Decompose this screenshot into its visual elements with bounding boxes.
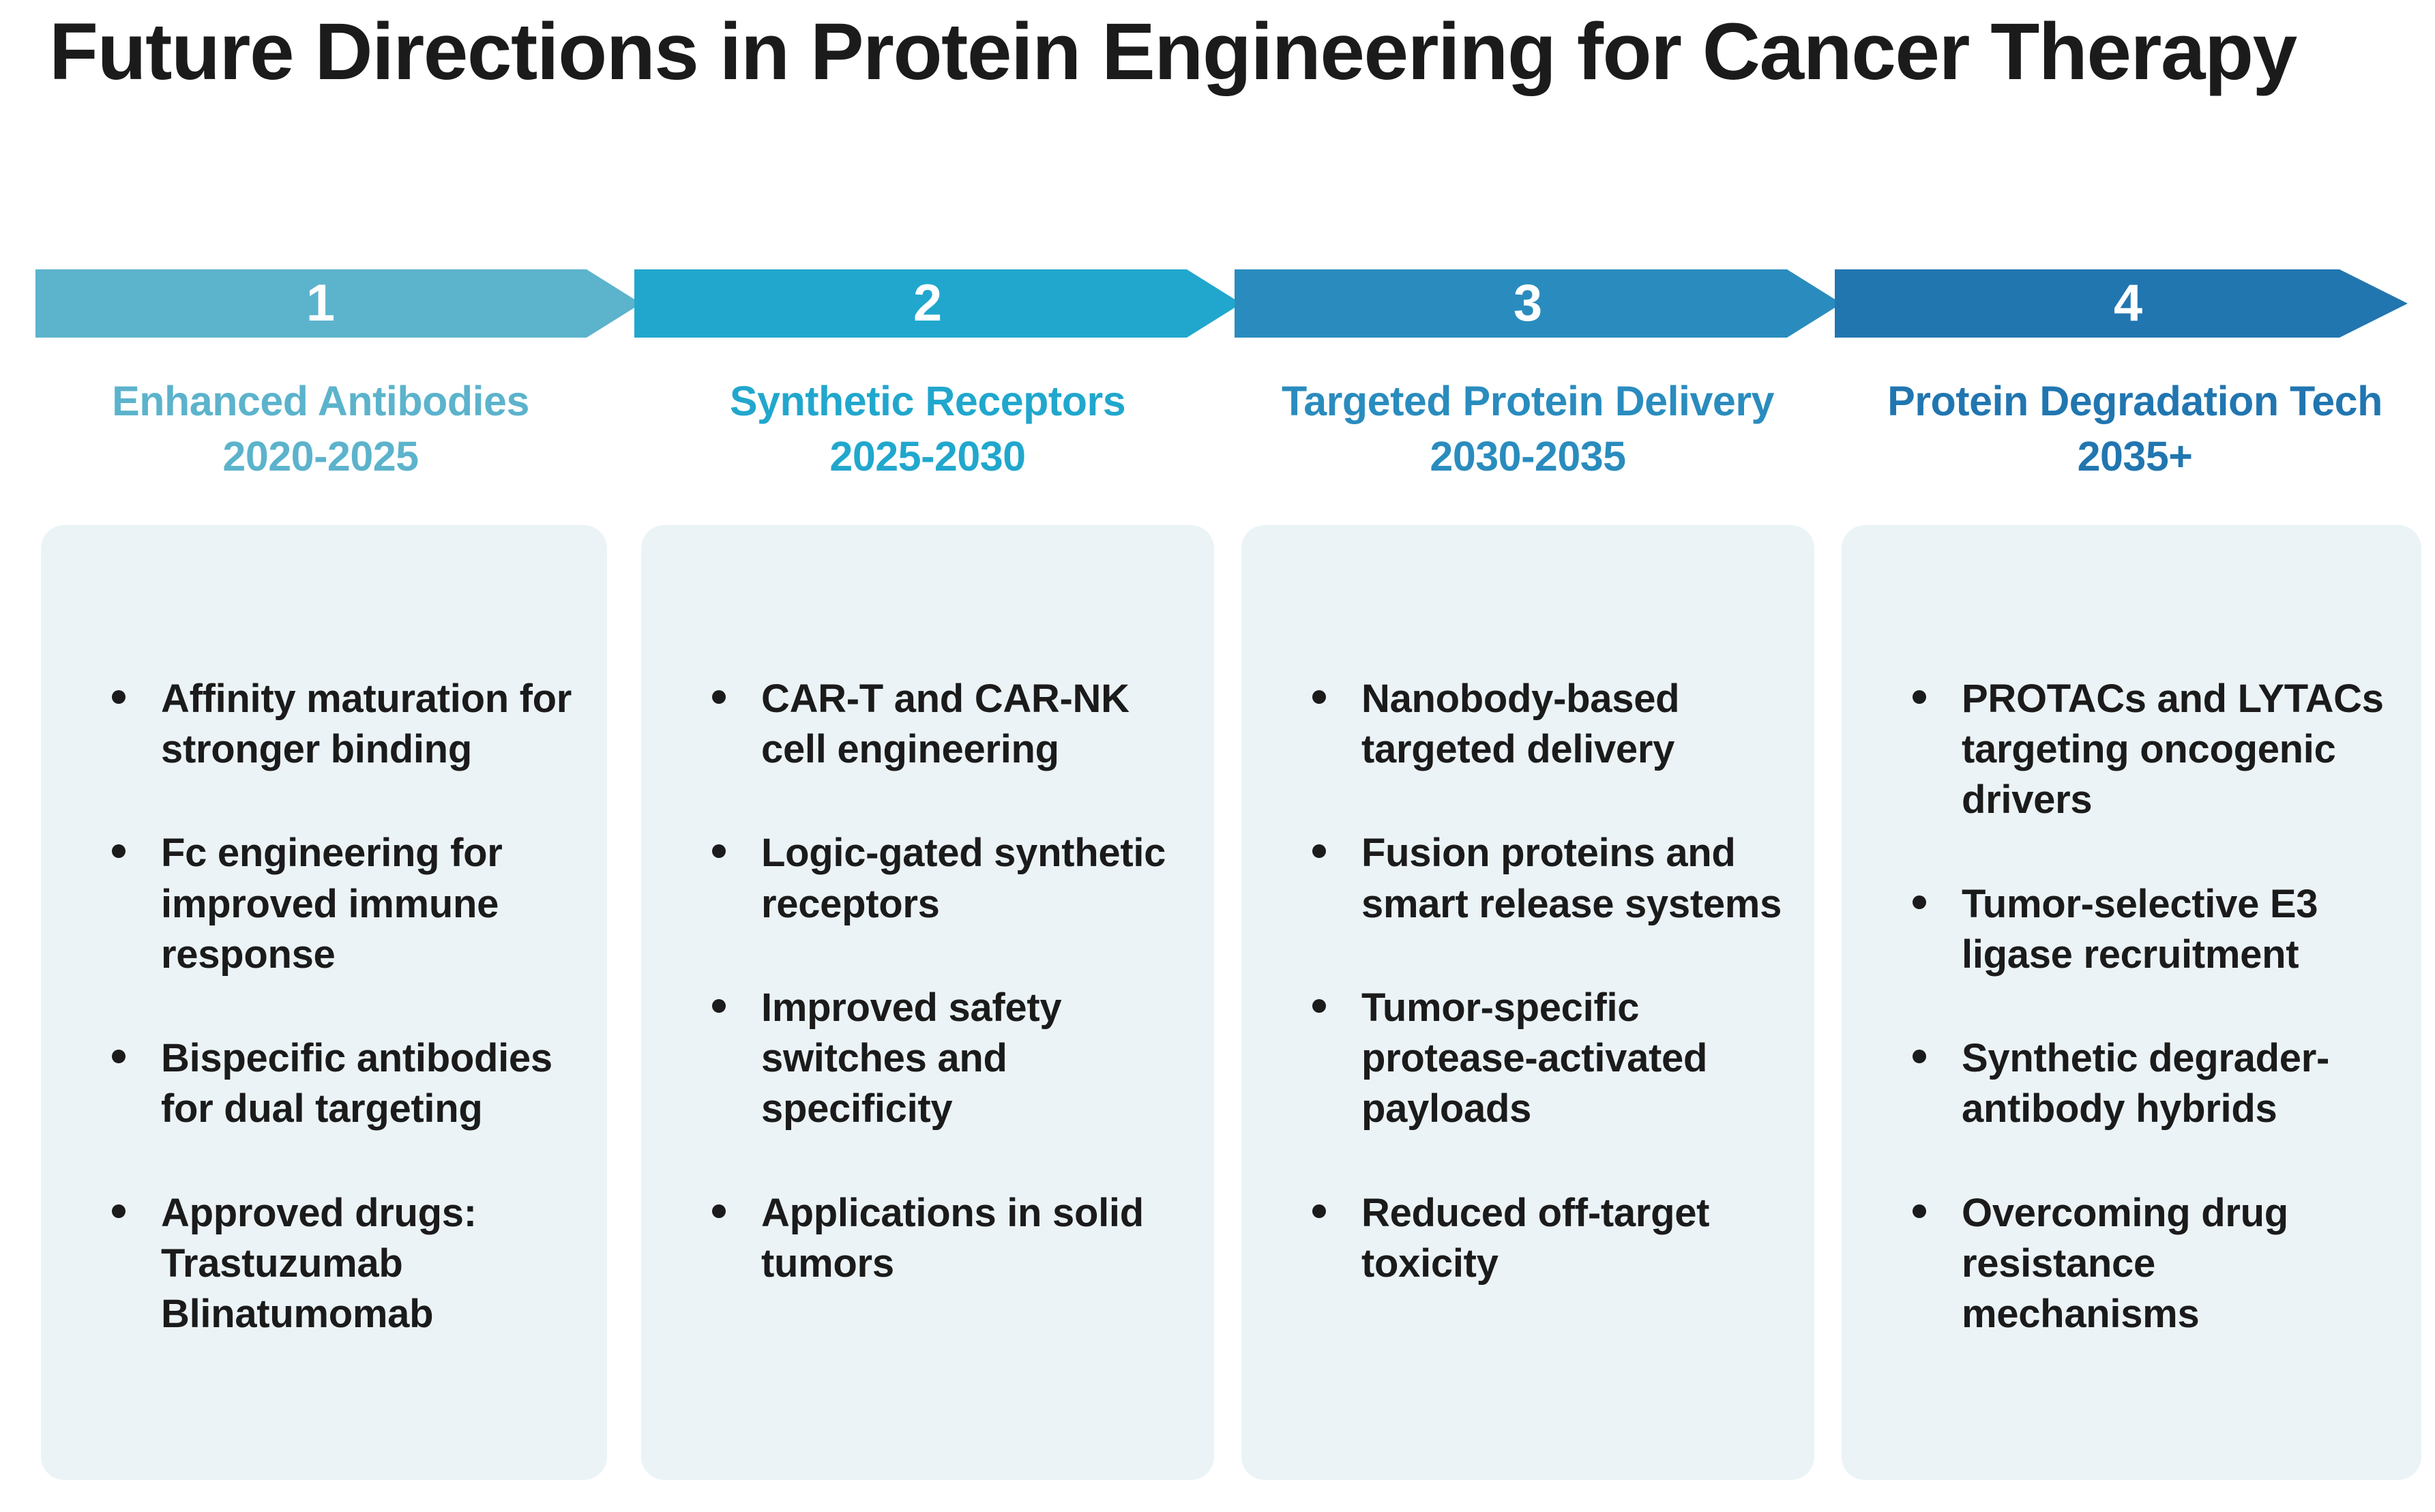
list-item: Tumor-specific protease-activated payloa… xyxy=(1303,983,1787,1135)
step-number-3: 3 xyxy=(1513,274,1543,332)
timeline-arrow-svg xyxy=(35,269,2408,338)
detail-card-4: PROTACs and LYTACs targeting oncogenic d… xyxy=(1842,525,2421,1480)
step-title-4: Protein Degradation Tech xyxy=(1887,378,2382,424)
step-label-4: Protein Degradation Tech 2035+ xyxy=(1848,374,2421,484)
list-item: PROTACs and LYTACs targeting oncogenic d… xyxy=(1903,674,2394,826)
page-title: Future Directions in Protein Engineering… xyxy=(49,7,2297,97)
bullet-icon xyxy=(1312,844,1326,859)
list-item: Improved safety switches and specificity xyxy=(703,983,1187,1135)
list-item-text: Synthetic degrader-antibody hybrids xyxy=(1962,1036,2329,1131)
step-title-1: Enhanced Antibodies xyxy=(112,378,529,424)
bullet-icon xyxy=(1913,1050,1926,1064)
bullet-icon xyxy=(1312,1204,1326,1218)
step-label-3: Targeted Protein Delivery 2030-2035 xyxy=(1248,374,1807,484)
step-title-3: Targeted Protein Delivery xyxy=(1281,378,1775,424)
list-item: Fusion proteins and smart release system… xyxy=(1303,828,1787,929)
list-item: Nanobody-based targeted delivery xyxy=(1303,674,1787,775)
list-item-text: Logic-gated synthetic receptors xyxy=(761,831,1166,926)
step-label-1: Enhanced Antibodies 2020-2025 xyxy=(41,374,600,484)
list-item-text: Affinity maturation for stronger binding xyxy=(161,677,572,772)
step-circle-2 xyxy=(874,269,981,338)
detail-card-3-list: Nanobody-based targeted delivery Fusion … xyxy=(1303,674,1787,1289)
list-item: Affinity maturation for stronger binding xyxy=(102,674,580,775)
detail-card-3: Nanobody-based targeted delivery Fusion … xyxy=(1241,525,1814,1480)
list-item-text: Approved drugs: Trastuzumab Blinatumomab xyxy=(161,1190,477,1337)
list-item: Fc engineering for improved immune respo… xyxy=(102,828,580,980)
list-item: CAR-T and CAR-NK cell engineering xyxy=(703,674,1187,775)
list-item-text: Nanobody-based targeted delivery xyxy=(1361,677,1680,772)
detail-cards-row: Affinity maturation for stronger binding… xyxy=(0,525,2435,1483)
list-item: Bispecific antibodies for dual targeting xyxy=(102,1033,580,1134)
detail-card-1: Affinity maturation for stronger binding… xyxy=(41,525,607,1480)
bullet-icon xyxy=(1913,895,1926,909)
step-label-2: Synthetic Receptors 2025-2030 xyxy=(648,374,1207,484)
list-item: Logic-gated synthetic receptors xyxy=(703,828,1187,929)
detail-card-2-list: CAR-T and CAR-NK cell engineering Logic-… xyxy=(703,674,1187,1289)
step-number-4: 4 xyxy=(2113,274,2143,332)
step-title-2: Synthetic Receptors xyxy=(729,378,1126,424)
step-circle-4 xyxy=(2075,269,2181,338)
list-item-text: Improved safety switches and specificity xyxy=(761,985,1062,1131)
list-item-text: PROTACs and LYTACs targeting oncogenic d… xyxy=(1962,677,2384,822)
list-item-text: Fc engineering for improved immune respo… xyxy=(161,831,503,977)
detail-card-4-list: PROTACs and LYTACs targeting oncogenic d… xyxy=(1903,674,2394,1339)
list-item-text: Overcoming drug resistance mechanisms xyxy=(1962,1190,2288,1337)
list-item-text: Bispecific antibodies for dual targeting xyxy=(161,1036,552,1131)
step-number-1: 1 xyxy=(306,274,336,332)
bullet-icon xyxy=(712,844,726,859)
list-item-text: Reduced off-target toxicity xyxy=(1361,1190,1710,1286)
step-period-2: 2025-2030 xyxy=(829,433,1026,480)
list-item-text: Tumor-selective E3 ligase recruitment xyxy=(1962,881,2318,977)
list-item: Reduced off-target toxicity xyxy=(1303,1188,1787,1289)
detail-card-2: CAR-T and CAR-NK cell engineering Logic-… xyxy=(641,525,1214,1480)
bullet-icon xyxy=(1913,1204,1926,1218)
list-item: Applications in solid tumors xyxy=(703,1188,1187,1289)
list-item: Overcoming drug resistance mechanisms xyxy=(1903,1188,2394,1340)
step-period-3: 2030-2035 xyxy=(1430,433,1626,480)
timeline-step-labels: Enhanced Antibodies 2020-2025 Synthetic … xyxy=(0,374,2435,490)
bullet-icon xyxy=(712,690,726,704)
bullet-icon xyxy=(712,998,726,1013)
step-circle-3 xyxy=(1475,269,1581,338)
bullet-icon xyxy=(1312,690,1326,704)
list-item-text: Fusion proteins and smart release system… xyxy=(1361,831,1782,926)
list-item-text: Tumor-specific protease-activated payloa… xyxy=(1361,985,1708,1131)
bullet-icon xyxy=(112,1204,126,1218)
bullet-icon xyxy=(1913,690,1926,704)
bullet-icon xyxy=(112,844,126,859)
list-item: Tumor-selective E3 ligase recruitment xyxy=(1903,879,2394,980)
list-item-text: CAR-T and CAR-NK cell engineering xyxy=(761,677,1130,772)
list-item: Approved drugs: Trastuzumab Blinatumomab xyxy=(102,1188,580,1340)
step-period-4: 2035+ xyxy=(2077,433,2193,480)
step-number-2: 2 xyxy=(913,274,943,332)
step-circle-1 xyxy=(267,269,374,338)
step-period-1: 2020-2025 xyxy=(222,433,419,480)
bullet-icon xyxy=(1312,998,1326,1013)
list-item: Synthetic degrader-antibody hybrids xyxy=(1903,1033,2394,1134)
detail-card-1-list: Affinity maturation for stronger binding… xyxy=(102,674,580,1339)
timeline-arrow-band: 1 2 3 4 xyxy=(0,269,2435,338)
bullet-icon xyxy=(112,1050,126,1064)
bullet-icon xyxy=(112,690,126,704)
bullet-icon xyxy=(712,1204,726,1218)
list-item-text: Applications in solid tumors xyxy=(761,1190,1144,1286)
